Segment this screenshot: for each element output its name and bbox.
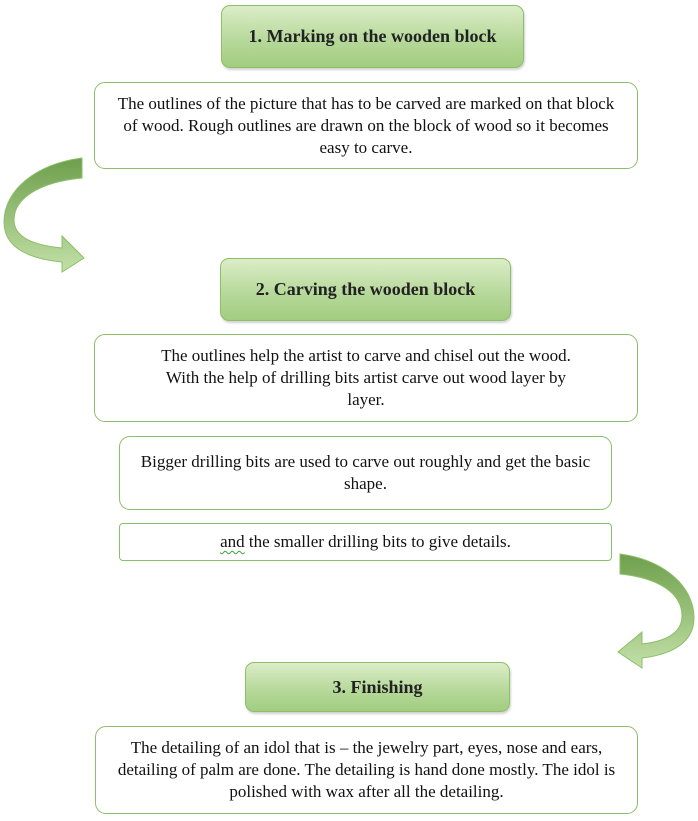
- step-2-description-2: Bigger drilling bits are used to carve o…: [119, 436, 612, 510]
- step-2-description-1: The outlines help the artist to carve an…: [94, 334, 638, 422]
- curved-arrow-left-icon: [3, 157, 85, 273]
- step-3-description: The detailing of an idol that is – the j…: [95, 726, 638, 814]
- step-2-description-3: and the smaller drilling bits to give de…: [119, 523, 612, 561]
- step-1-header: 1. Marking on the wooden block: [221, 5, 524, 68]
- step-3-header: 3. Finishing: [245, 662, 510, 712]
- step-2-header: 2. Carving the wooden block: [220, 258, 511, 321]
- curved-arrow-right-icon: [617, 553, 695, 669]
- step-2-description-1-text: The outlines help the artist to carve an…: [161, 346, 571, 409]
- spellcheck-word: and: [220, 532, 245, 551]
- step-2-description-3-rest: the smaller drilling bits to give detail…: [244, 532, 511, 551]
- step-1-description-text: The outlines of the picture that has to …: [117, 93, 615, 157]
- step-1-title: 1. Marking on the wooden block: [248, 26, 497, 46]
- step-2-description-2-text: Bigger drilling bits are used to carve o…: [140, 452, 591, 493]
- step-3-title: 3. Finishing: [332, 676, 423, 697]
- step-1-description: The outlines of the picture that has to …: [94, 82, 638, 169]
- step-2-description-3-text: and the smaller drilling bits to give de…: [220, 531, 511, 553]
- step-3-description-text: The detailing of an idol that is – the j…: [117, 738, 616, 801]
- step-2-title: 2. Carving the wooden block: [255, 279, 476, 299]
